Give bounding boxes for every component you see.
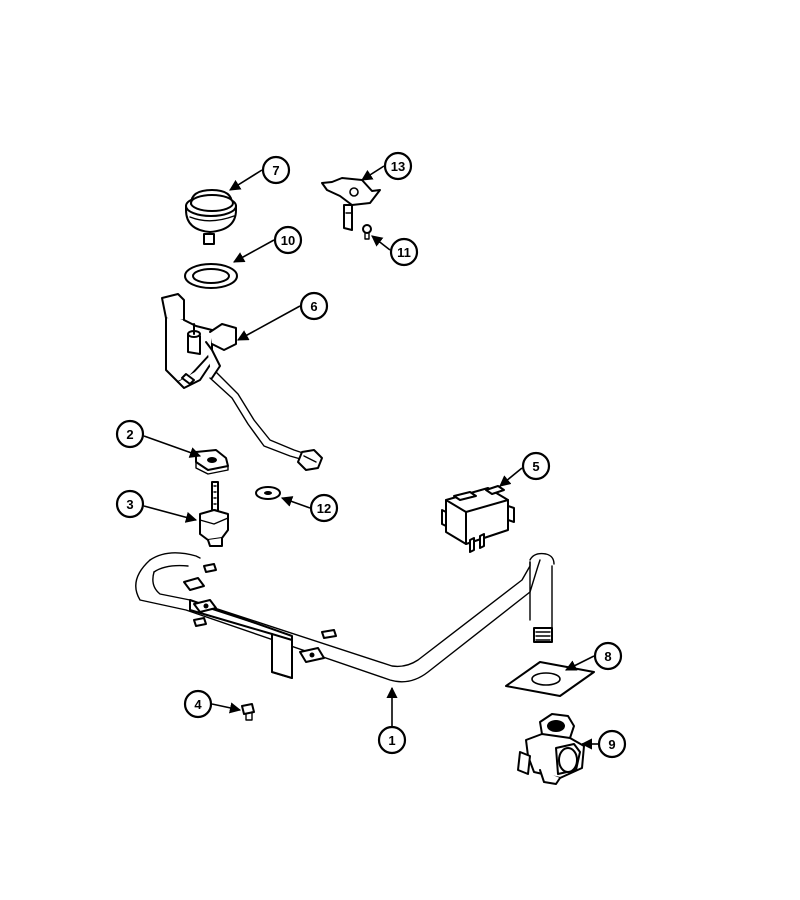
callout-label-9: 9 [608, 737, 615, 752]
callout-label-11: 11 [397, 245, 411, 260]
callout-2: 2 [115, 419, 202, 458]
callout-4: 4 [183, 689, 242, 719]
callout-9: 9 [580, 729, 627, 759]
burner-cap-part [185, 189, 237, 245]
callout-label-12: 12 [317, 501, 331, 516]
callout-label-8: 8 [604, 649, 611, 664]
callout-10: 10 [233, 225, 303, 263]
callout-label-1: 1 [388, 733, 395, 748]
callout-8: 8 [564, 641, 623, 671]
callout-label-10: 10 [281, 233, 295, 248]
callout-5: 5 [499, 451, 551, 487]
callout-label-13: 13 [391, 159, 405, 174]
electrode-bracket-part [321, 177, 381, 231]
burner-bracket-part [161, 293, 323, 471]
callout-label-4: 4 [194, 697, 202, 712]
igniter-part [199, 481, 229, 547]
callout-label-3: 3 [126, 497, 133, 512]
callout-11: 11 [371, 235, 419, 267]
callout-label-6: 6 [310, 299, 317, 314]
pressure-regulator-part [517, 713, 585, 785]
callout-13: 13 [361, 151, 413, 181]
callout-label-2: 2 [126, 427, 133, 442]
ignition-module-part [441, 485, 515, 553]
small-screw-part-11 [362, 224, 372, 240]
screw-part-4 [241, 703, 255, 721]
manifold-tube-part [135, 552, 555, 683]
callout-label-7: 7 [272, 163, 279, 178]
callout-6: 6 [237, 291, 329, 341]
callout-3: 3 [115, 489, 198, 523]
callout-12: 12 [280, 493, 339, 523]
gasket-plate-part [505, 661, 595, 697]
callout-1: 1 [377, 686, 407, 755]
ring-gasket-part [184, 263, 238, 289]
clip-part [195, 449, 229, 475]
callout-label-5: 5 [532, 459, 539, 474]
washer-part [255, 486, 281, 500]
callout-7: 7 [229, 155, 291, 191]
